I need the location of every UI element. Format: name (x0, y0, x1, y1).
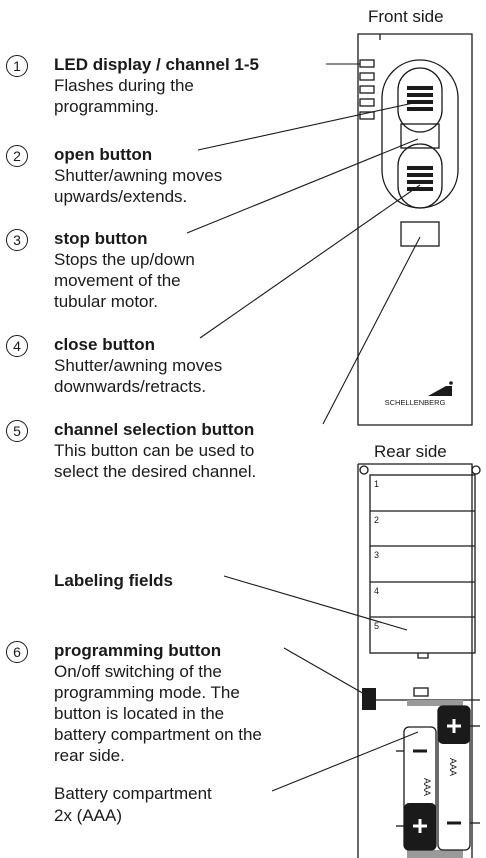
item-number-1: 1 (6, 55, 28, 77)
labeling-fields-box (369, 474, 476, 654)
rear-remote-body (357, 463, 473, 858)
front-side-label: Front side (368, 7, 444, 26)
item-open-button: open button Shutter/awning moves upwards… (54, 144, 222, 207)
battery-label: AAA (448, 758, 458, 776)
button-capsule (381, 59, 459, 209)
brand-logo-mark (428, 386, 452, 396)
open-button-shape (397, 67, 443, 133)
led-segment (359, 85, 375, 94)
led-segment (359, 72, 375, 81)
rear-side-label: Rear side (374, 442, 447, 461)
item-title: stop button (54, 229, 148, 248)
channel-button-shape (400, 221, 440, 247)
item-programming-button: programming button On/off switching of t… (54, 640, 262, 766)
leader-line-5 (322, 236, 421, 425)
item-description: Stops the up/down movement of the tubula… (54, 250, 195, 311)
item-title: programming button (54, 641, 222, 660)
item-number-4: 4 (6, 335, 28, 357)
field-number: 3 (374, 550, 379, 560)
led-segment (359, 59, 375, 68)
item-number-5: 5 (6, 420, 28, 442)
item-channel-selection: channel selection button This button can… (54, 419, 256, 482)
brand-logo: SCHELLENBERG (385, 398, 446, 407)
item-description: On/off switching of the programming mode… (54, 662, 262, 765)
item-description: Shutter/awning moves downwards/retracts. (54, 356, 223, 396)
labeling-fields-label: Labeling fields (54, 571, 174, 590)
led-segment (359, 98, 375, 107)
item-number-3: 3 (6, 229, 28, 251)
item-led-display: LED display / channel 1-5 Flashes during… (54, 54, 259, 117)
leader-line-6 (283, 647, 367, 696)
item-number-6: 6 (6, 641, 28, 663)
item-description: Shutter/awning moves upwards/extends. (54, 166, 223, 206)
field-number: 1 (374, 479, 379, 489)
field-number: 5 (374, 621, 379, 631)
field-number: 4 (374, 586, 379, 596)
leader-line-2 (197, 101, 419, 151)
item-description: This button can be used to select the de… (54, 441, 257, 481)
item-stop-button: stop button Stops the up/down movement o… (54, 228, 195, 312)
item-close-button: close button Shutter/awning moves downwa… (54, 334, 222, 397)
item-title: close button (54, 335, 156, 354)
leader-line-battery (271, 731, 419, 792)
leader-line-4 (199, 184, 421, 339)
leader-line-labeling (223, 575, 408, 631)
item-description: Flashes during the programming. (54, 76, 194, 116)
front-remote-body (357, 33, 473, 426)
battery-right: AAA (437, 705, 480, 851)
field-number: 2 (374, 515, 379, 525)
item-title: open button (54, 145, 153, 164)
battery-left: AAA (396, 726, 437, 851)
leader-line-3 (186, 138, 419, 234)
item-number-2: 2 (6, 145, 28, 167)
close-button-shape (397, 143, 443, 209)
programming-button-shape (362, 688, 376, 710)
led-segment (359, 111, 375, 120)
item-title: LED display / channel 1-5 (54, 55, 260, 74)
item-title: channel selection button (54, 420, 255, 439)
stop-button-shape (400, 123, 440, 149)
battery-compartment-label: Battery compartment 2x (AAA) (54, 784, 212, 825)
battery-label: AAA (422, 778, 432, 796)
